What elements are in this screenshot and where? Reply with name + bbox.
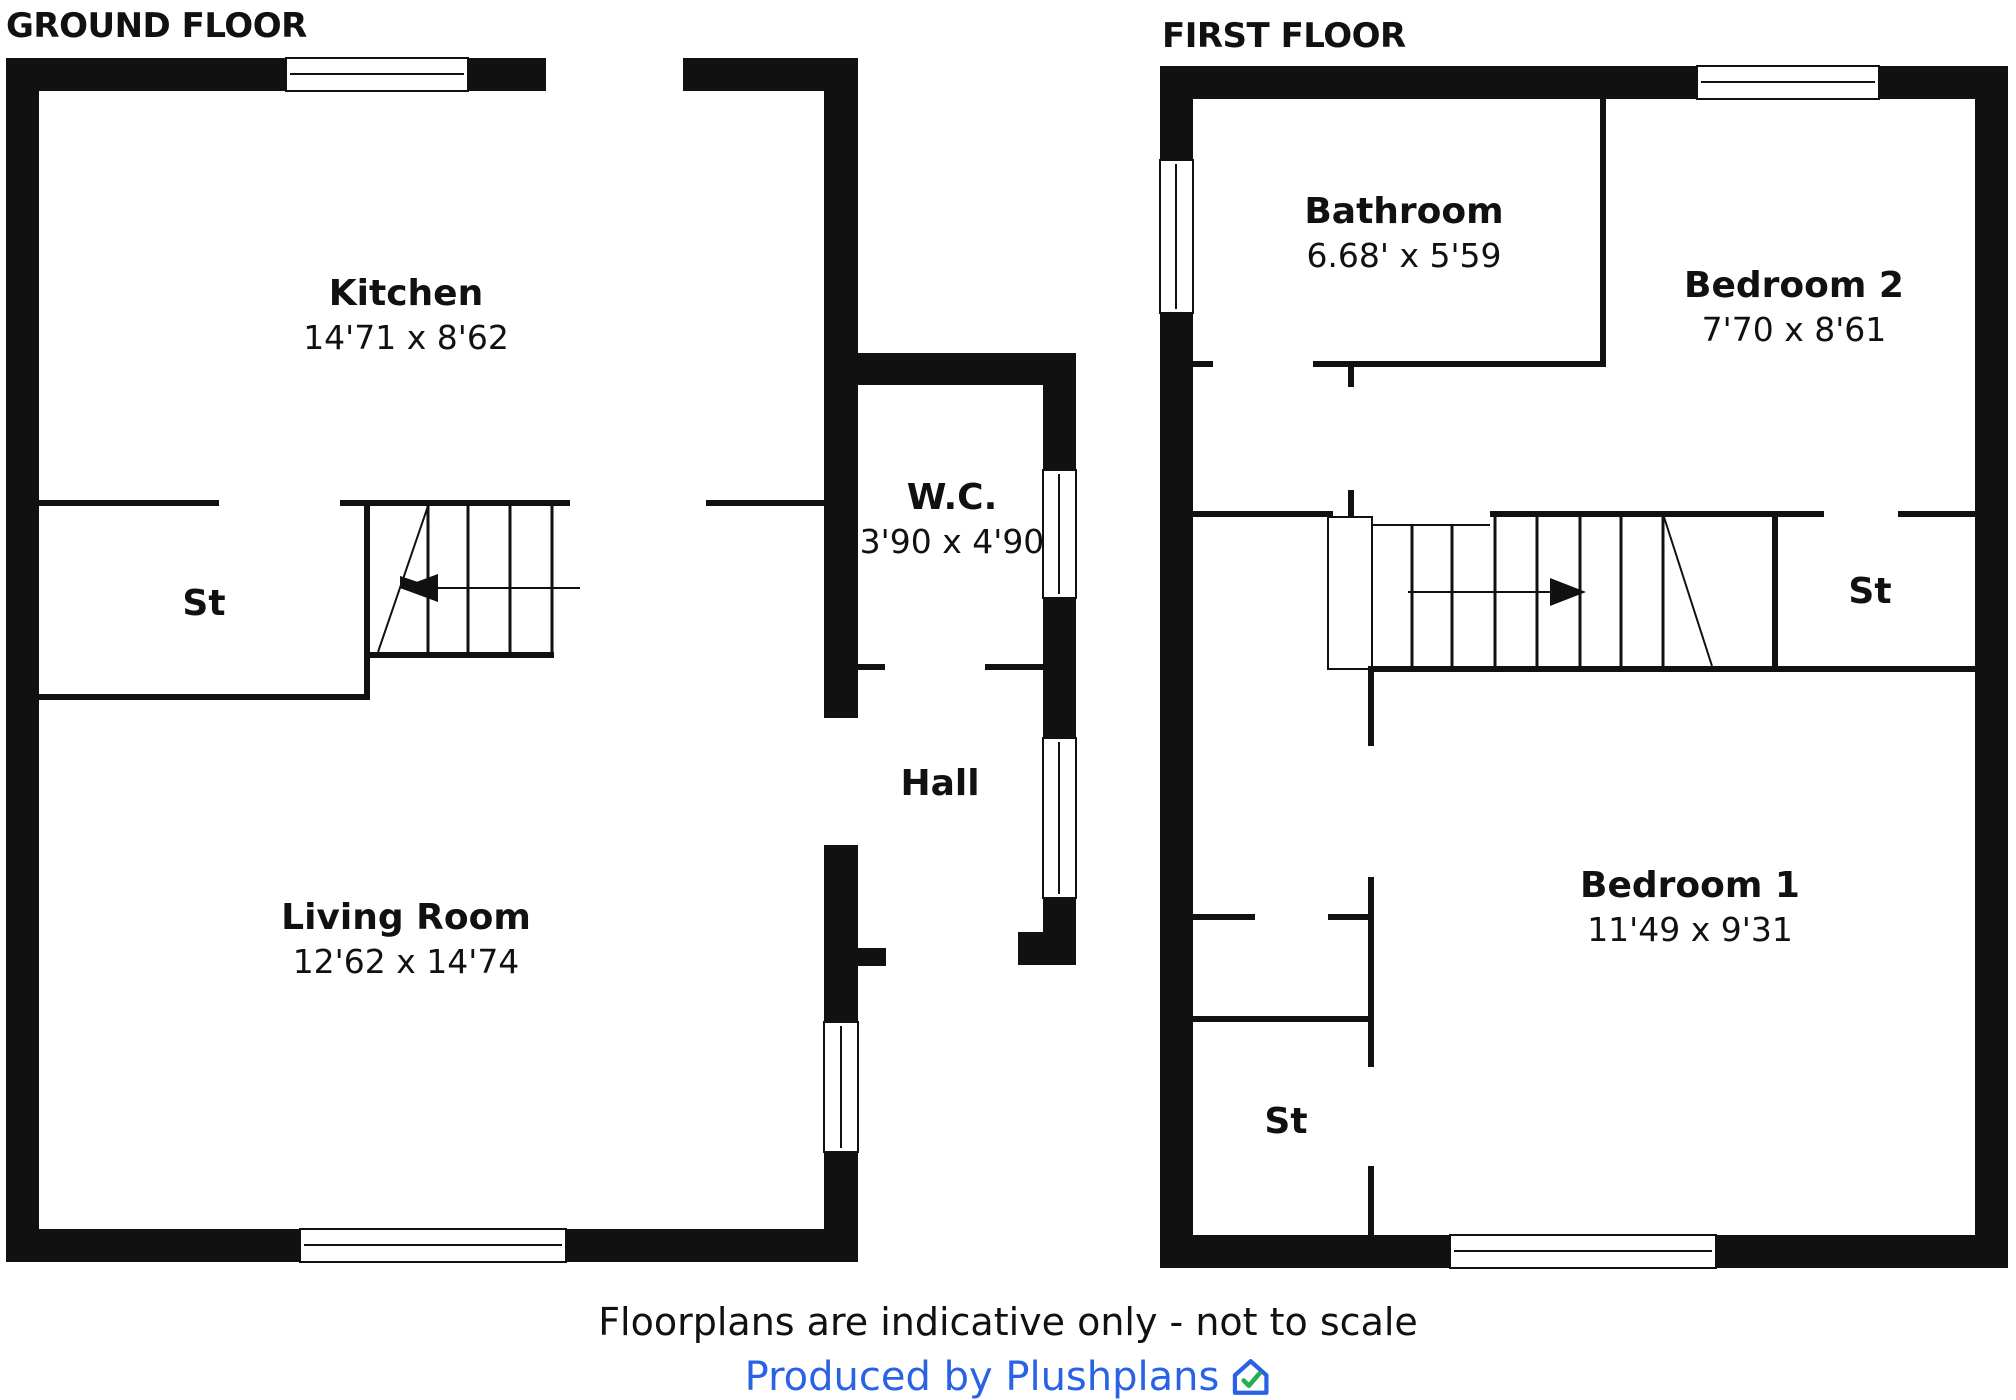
ground-floor-windows [285, 57, 1077, 1263]
wall [1368, 1166, 1374, 1235]
wall [1160, 66, 2008, 99]
disclaimer-text: Floorplans are indicative only - not to … [598, 1300, 1418, 1344]
house-check-icon [1232, 1359, 1269, 1395]
credit-text: Produced by Plushplans [744, 1354, 1220, 1400]
wall [858, 948, 886, 966]
room-label-bathroom: Bathroom 6.68' x 5'59 [1304, 190, 1503, 278]
wall [706, 500, 824, 506]
wall [340, 500, 570, 506]
wall [824, 58, 858, 718]
wall [39, 500, 219, 506]
room-name: Bedroom 1 [1580, 865, 1800, 906]
wall [6, 58, 39, 1262]
room-label-hall: Hall [900, 762, 979, 806]
wall [1328, 914, 1368, 920]
room-label-bedroom-1: Bedroom 1 11'49 x 9'31 [1580, 864, 1800, 952]
room-dimensions: 14'71 x 8'62 [303, 318, 509, 357]
wall [364, 500, 370, 700]
room-label-storage: St [182, 582, 225, 626]
room-label-storage: St [1848, 570, 1891, 614]
wall [1348, 361, 1354, 387]
room-name: W.C. [906, 477, 998, 518]
room-dimensions: 12'62 x 14'74 [292, 942, 520, 981]
ground-floor-title: GROUND FLOOR [6, 6, 307, 46]
wall [1368, 666, 1374, 746]
room-name: Kitchen [328, 273, 484, 314]
room-name: St [1264, 1101, 1308, 1142]
room-name: Bathroom [1304, 191, 1504, 232]
wall [858, 664, 885, 670]
room-dimensions: 7'70 x 8'61 [1701, 310, 1887, 349]
room-label-living-room: Living Room 12'62 x 14'74 [281, 896, 531, 984]
wall [1193, 511, 1333, 517]
room-dimensions: 3'90 x 4'90 [859, 522, 1045, 561]
plushplans-credit-link[interactable]: Produced by Plushplans [745, 1354, 1272, 1400]
wall [1368, 877, 1374, 1067]
room-label-wc: W.C. 3'90 x 4'90 [860, 476, 1045, 564]
room-label-storage: St [1264, 1100, 1307, 1144]
room-label-bedroom-2: Bedroom 2 7'70 x 8'61 [1684, 264, 1904, 352]
wall [1772, 511, 1778, 669]
room-name: Bedroom 2 [1684, 265, 1904, 306]
first-floor-windows [1159, 65, 1880, 1269]
wall [1975, 66, 2008, 1268]
room-dimensions: 11'49 x 9'31 [1587, 910, 1793, 949]
wall [1313, 361, 1606, 367]
room-name: St [182, 583, 226, 624]
room-dimensions: 6.68' x 5'59 [1306, 236, 1502, 275]
wall [364, 652, 554, 658]
wall [1018, 932, 1076, 965]
room-label-kitchen: Kitchen 14'71 x 8'62 [303, 272, 509, 360]
first-floor-title: FIRST FLOOR [1162, 16, 1406, 56]
wall [858, 353, 1076, 385]
room-name: Hall [900, 763, 980, 804]
room-name: Living Room [281, 897, 531, 938]
wall [1600, 99, 1606, 367]
wall [1193, 914, 1255, 920]
wall [1193, 361, 1213, 367]
wall [1193, 1016, 1368, 1022]
wall [1348, 490, 1354, 516]
wall [985, 664, 1043, 670]
wall [1490, 511, 1824, 517]
ground-floor-plan [6, 58, 1076, 1262]
ground-floor-stairs [377, 505, 580, 653]
room-name: St [1848, 571, 1892, 612]
first-floor-plan [1160, 66, 2008, 1268]
first-floor-stairs [1327, 516, 1713, 670]
wall [39, 694, 370, 700]
wall [1898, 511, 1975, 517]
wall [1374, 666, 1975, 672]
